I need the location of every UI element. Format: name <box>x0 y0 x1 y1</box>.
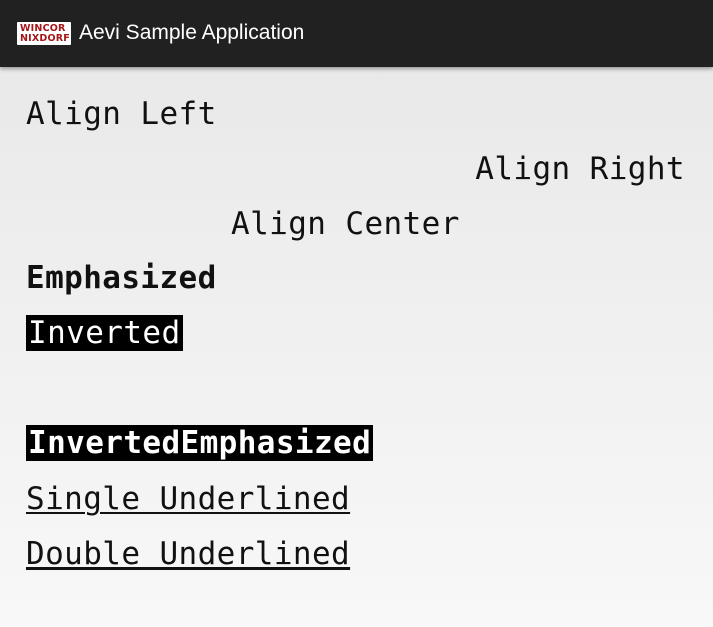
app-bar: WINCOR NIXDORF Aevi Sample Application <box>0 0 713 67</box>
double-underlined-text: Double Underlined <box>26 536 351 572</box>
app-title: Aevi Sample Application <box>79 21 305 44</box>
align-left-text: Align Left <box>26 96 217 132</box>
single-underlined-text: Single Underlined <box>26 481 351 517</box>
print-preview-area: Align Left Align Right Align Center Emph… <box>0 67 713 627</box>
emphasized-text: Emphasized <box>26 260 217 296</box>
align-center-text: Align Center <box>231 206 460 242</box>
inverted-text: Inverted <box>26 315 183 351</box>
align-right-text: Align Right <box>475 151 685 187</box>
wincor-nixdorf-logo: WINCOR NIXDORF <box>17 22 71 45</box>
logo-line-2: NIXDORF <box>20 32 70 44</box>
logo-line-1: WINCOR <box>20 22 66 34</box>
inverted-emphasized-text: InvertedEmphasized <box>26 425 374 461</box>
